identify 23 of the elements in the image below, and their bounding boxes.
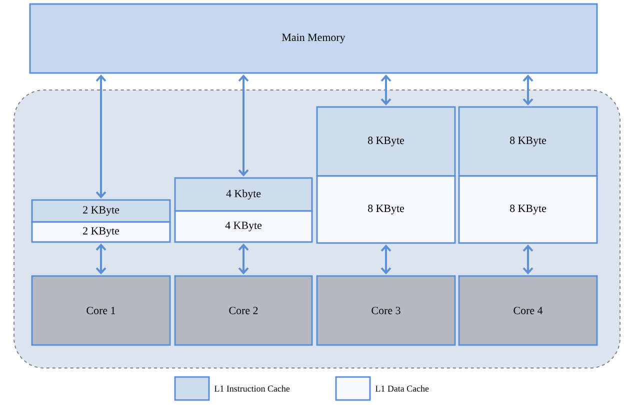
arrow	[522, 244, 534, 274]
data-cache-box: 2 KByte	[31, 221, 171, 243]
core-box: Core 3	[316, 275, 456, 346]
data-cache-box: 4 KByte	[174, 210, 313, 243]
instruction-cache-box: 2 KByte	[31, 199, 171, 223]
data-cache-box: 8 KByte	[316, 175, 456, 244]
legend-label: L1 Instruction Cache	[214, 385, 290, 392]
arrow	[380, 74, 392, 106]
arrow	[380, 244, 392, 274]
core-box: Core 4	[458, 275, 598, 346]
arrow	[522, 74, 534, 106]
arrow	[96, 244, 106, 274]
arrow	[96, 74, 106, 198]
instruction-cache-box: 4 Kbyte	[174, 177, 313, 212]
instruction-cache-box: 8 KByte	[316, 106, 456, 177]
core-box: Core 1	[31, 275, 171, 346]
arrow	[238, 244, 249, 274]
arrow	[238, 74, 249, 176]
instruction-cache-box: 8 KByte	[458, 106, 598, 177]
core-box: Core 2	[174, 275, 313, 346]
legend-label: L1 Data Cache	[375, 385, 429, 392]
memory-box: Main Memory	[29, 3, 598, 74]
data-cache-box: 8 KByte	[458, 175, 598, 244]
